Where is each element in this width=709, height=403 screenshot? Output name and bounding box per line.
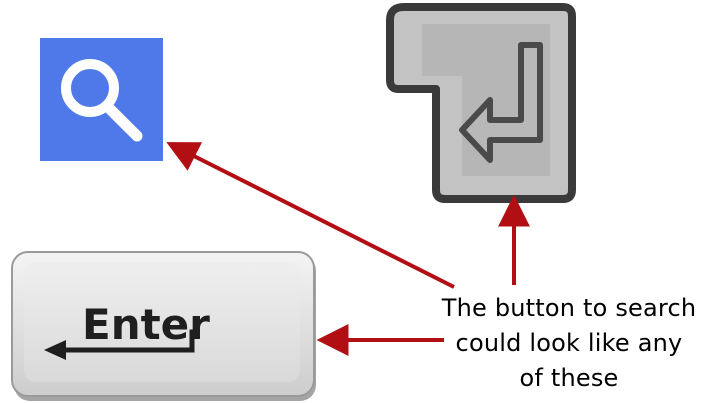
caption: The button to search could look like any…	[430, 291, 708, 396]
arrow-to-search-button	[166, 142, 455, 289]
search-button-background	[40, 38, 163, 161]
magnifying-glass-icon	[61, 59, 143, 142]
caption-line-1: The button to search	[441, 294, 697, 322]
enter-key-label: Enter	[82, 300, 210, 349]
left-arrow-icon	[44, 329, 195, 360]
return-arrow-icon	[459, 42, 543, 163]
search-button[interactable]	[40, 38, 163, 161]
return-key[interactable]	[386, 3, 576, 203]
caption-line-2: could look like any	[455, 329, 683, 357]
enter-key[interactable]: Enter	[11, 251, 316, 401]
caption-line-3: of these	[519, 364, 619, 392]
